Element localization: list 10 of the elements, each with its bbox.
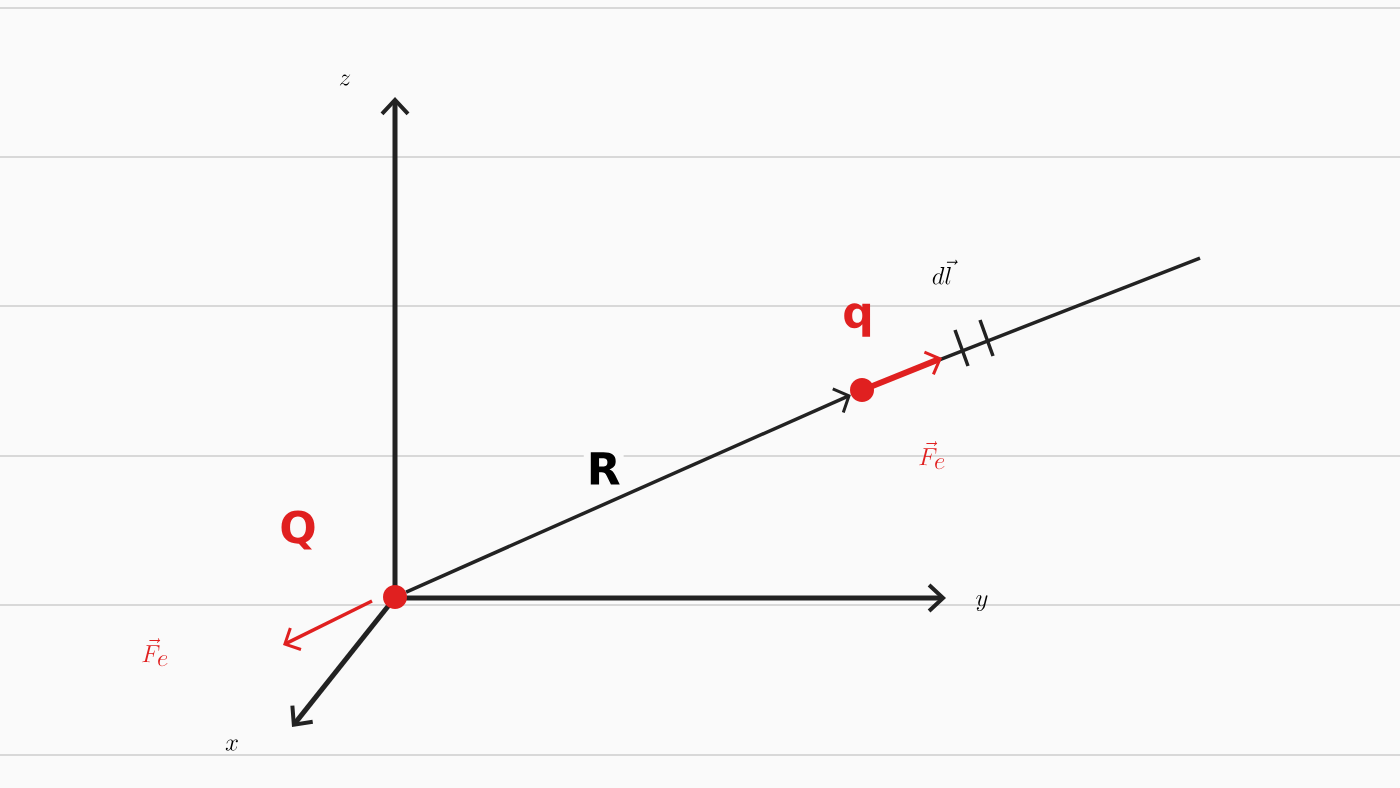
axis-label: $y$: [976, 595, 988, 612]
vector-arrow: [405, 387, 851, 594]
axis-label: $x$: [225, 739, 238, 751]
charge-label: q: [844, 303, 871, 337]
charge-label: Q: [281, 510, 315, 550]
vector-label: $d\vec{l}$: [932, 259, 958, 285]
edge-label: R: [590, 452, 620, 485]
force-label: $\vec{F}_e$: [142, 638, 168, 667]
axis-label: $z$: [339, 74, 351, 86]
force-label: $\vec{F}_e$: [919, 441, 945, 470]
